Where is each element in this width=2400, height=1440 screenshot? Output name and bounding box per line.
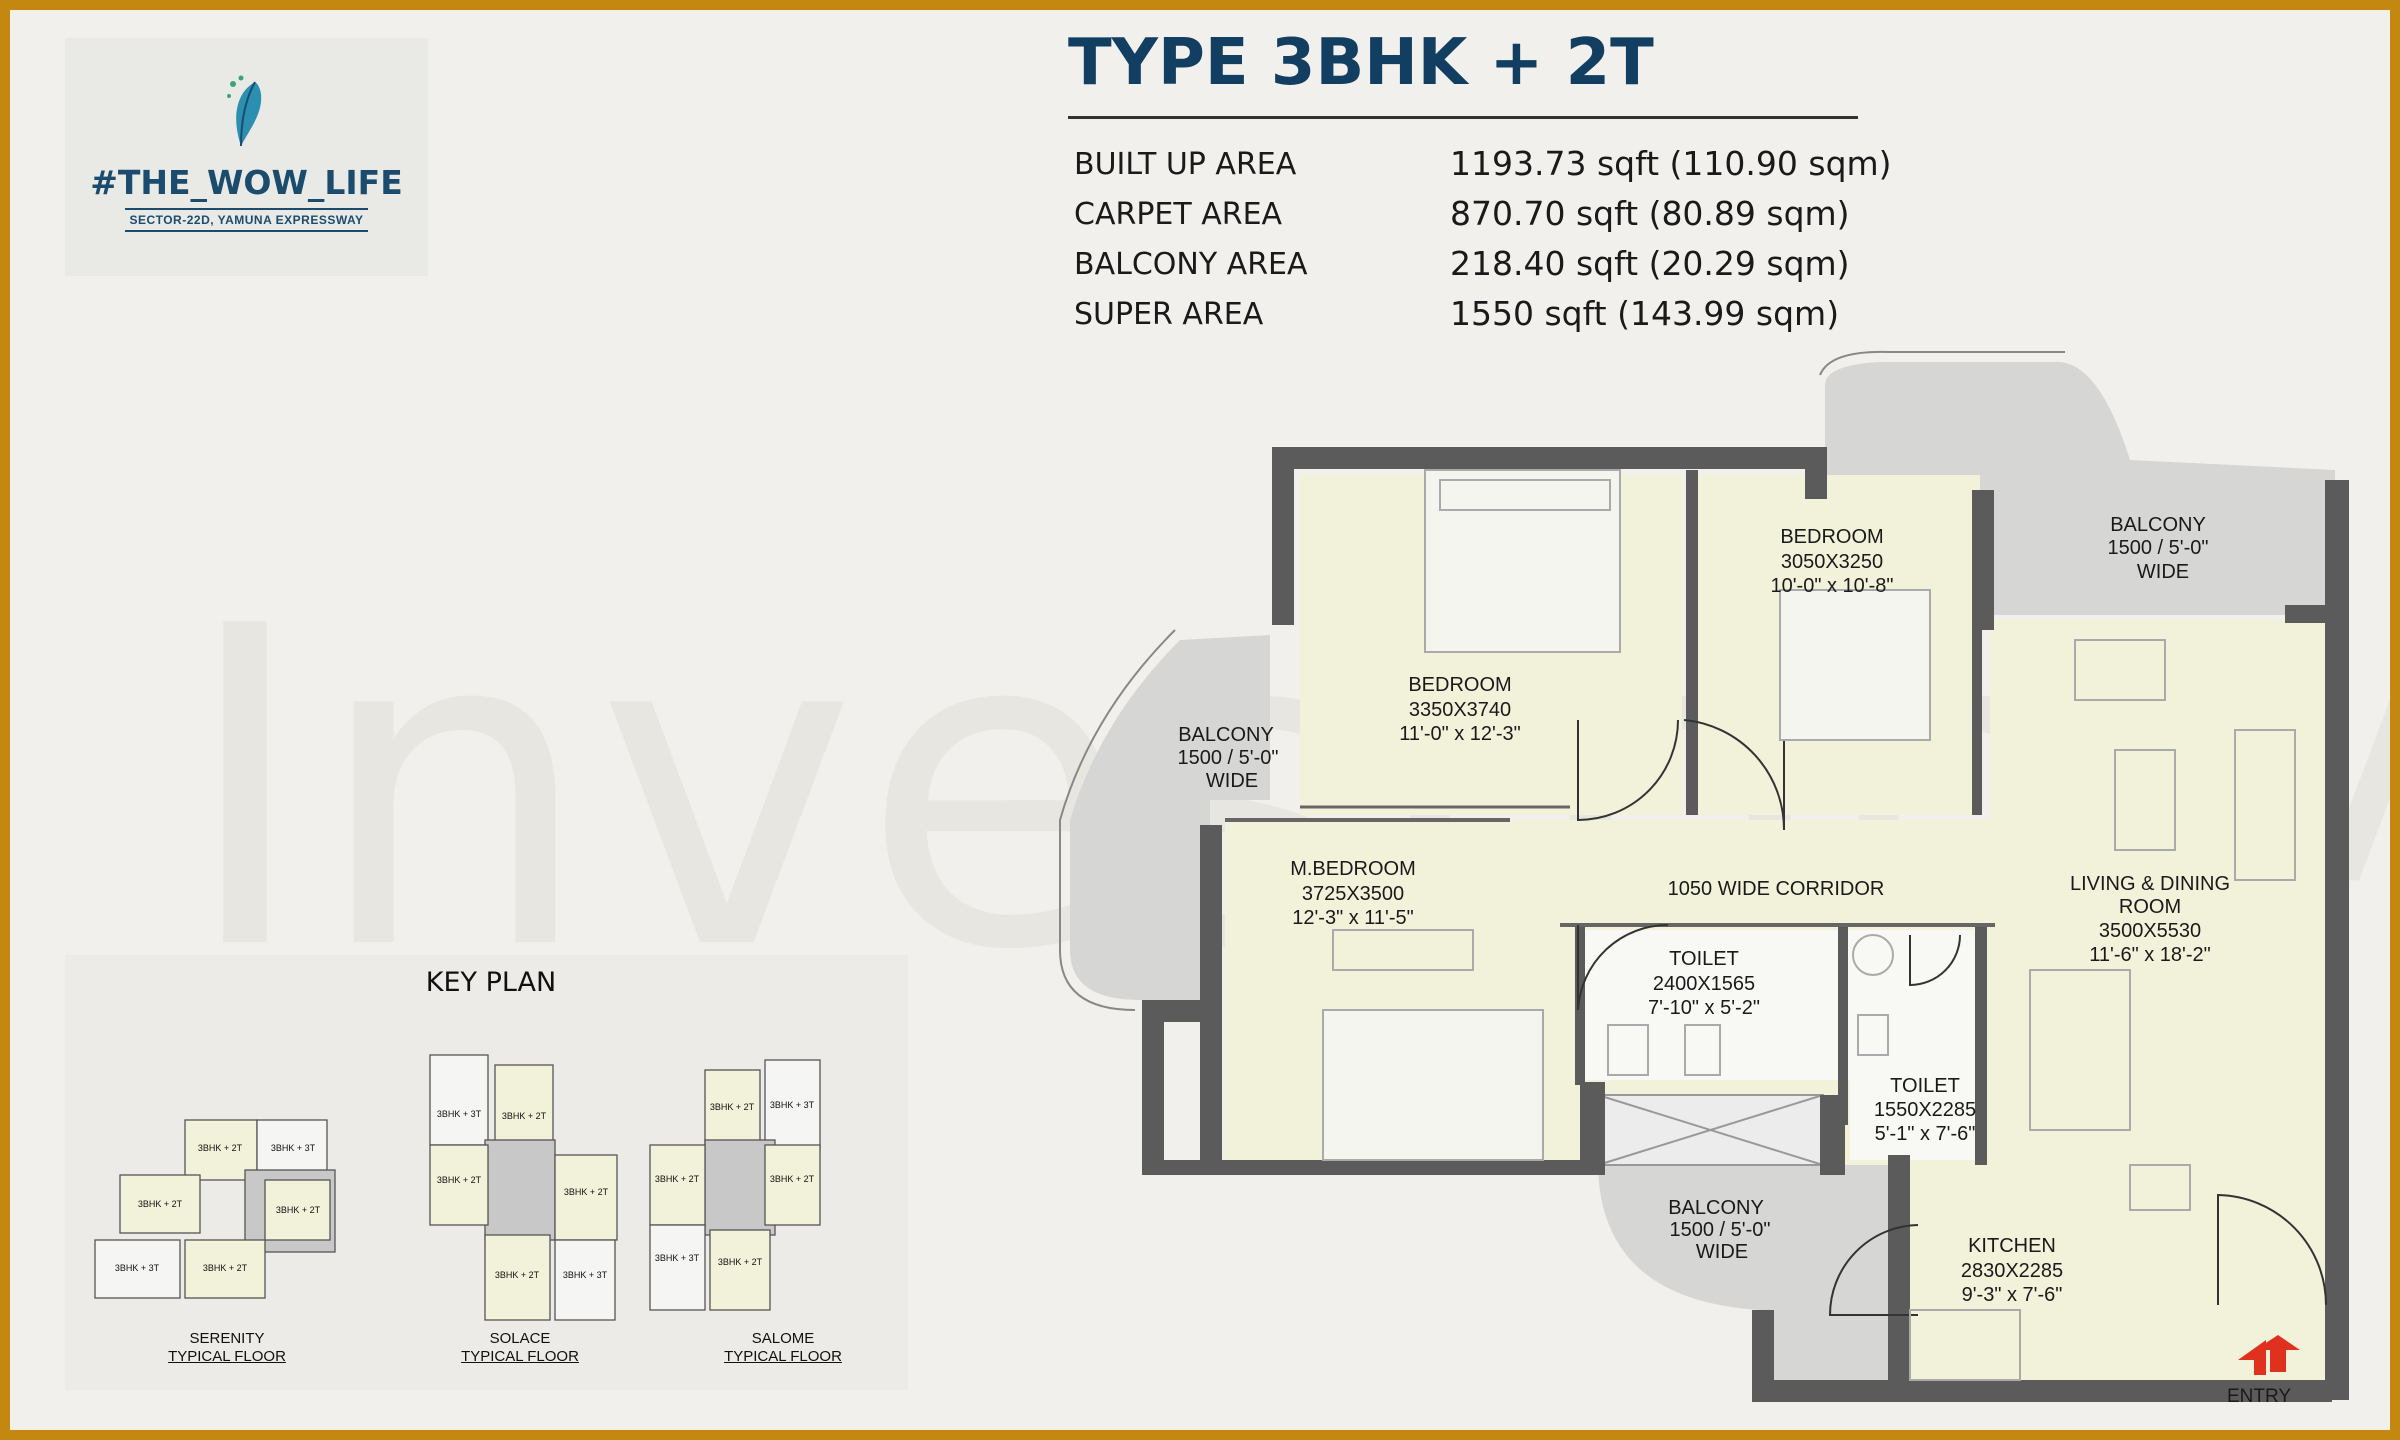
toilet2-metric: 1550X2285	[1874, 1099, 1976, 1121]
balcony-bottom-wide: WIDE	[1696, 1241, 1748, 1263]
entry-arrow-icon	[2255, 1335, 2300, 1372]
page-frame: Investor Mart #THE_WOW_LIFE SECTOR-22D, …	[10, 10, 2390, 1430]
solace-unit: 3BHK + 2T	[502, 1111, 547, 1121]
bedroom-top-imperial: 10'-0" x 10'-8"	[1770, 575, 1893, 597]
corridor-label: 1050 WIDE CORRIDOR	[1668, 878, 1885, 900]
salome-unit: 3BHK + 2T	[710, 1102, 755, 1112]
master-metric: 3725X3500	[1302, 883, 1404, 905]
toilet2-imperial: 5'-1" x 7'-6"	[1875, 1123, 1976, 1145]
master-imperial: 12'-3" x 11'-5"	[1292, 907, 1414, 929]
balcony-bottom-name: BALCONY	[1668, 1197, 1764, 1219]
serenity-name: SERENITY	[189, 1330, 265, 1347]
toilet1-metric: 2400X1565	[1653, 973, 1755, 995]
solace-caption: SOLACE TYPICAL FLOOR	[420, 1330, 620, 1366]
living-metric: 3500X5530	[2099, 920, 2201, 942]
area-label: BALCONY AREA	[1074, 247, 1308, 282]
area-value: 1193.73 sqft (110.90 sqm)	[1450, 144, 1892, 183]
solace-sub: TYPICAL FLOOR	[461, 1348, 579, 1365]
balcony-right-name: BALCONY	[2110, 514, 2206, 536]
salome-unit: 3BHK + 2T	[655, 1174, 700, 1184]
toilet2-floor	[1850, 930, 1985, 1160]
balcony-right-wide: WIDE	[2137, 561, 2189, 583]
kitchen-name: KITCHEN	[1968, 1235, 2056, 1257]
brand-name: #THE_WOW_LIFE	[90, 163, 403, 202]
salome-name: SALOME	[751, 1330, 815, 1347]
area-label: SUPER AREA	[1074, 297, 1264, 332]
serenity-unit: 3BHK + 2T	[198, 1143, 243, 1153]
serenity-unit: 3BHK + 2T	[138, 1199, 183, 1209]
salome-unit: 3BHK + 3T	[655, 1253, 700, 1263]
salome-caption: SALOME TYPICAL FLOOR	[683, 1330, 883, 1366]
salome-plan	[649, 1059, 821, 1311]
kitchen-metric: 2830X2285	[1961, 1260, 2063, 1282]
toilet1-imperial: 7'-10" x 5'-2"	[1648, 997, 1760, 1019]
bedroom-mid-metric: 3350X3740	[1409, 699, 1511, 721]
living-name: LIVING & DINING	[2070, 873, 2230, 895]
area-value: 1550 sqft (143.99 sqm)	[1450, 294, 1840, 333]
salome-unit: 3BHK + 2T	[718, 1257, 763, 1267]
master-name: M.BEDROOM	[1290, 858, 1416, 880]
key-plan: KEY PLAN 3BHK + 2T 3BHK + 3T 3BHK + 2T 3…	[65, 955, 908, 1390]
balcony-left-wide: WIDE	[1206, 770, 1258, 792]
toilet1-floor	[1578, 930, 1868, 1080]
serenity-unit: 3BHK + 3T	[271, 1143, 316, 1153]
balcony-left-size: 1500 / 5'-0"	[1178, 747, 1279, 769]
brand-logo: #THE_WOW_LIFE SECTOR-22D, YAMUNA EXPRESS…	[65, 38, 428, 276]
balcony-bottom-size: 1500 / 5'-0"	[1670, 1219, 1771, 1241]
balcony-bottom-floor	[1598, 1165, 1900, 1390]
solace-unit: 3BHK + 2T	[437, 1175, 482, 1185]
balcony-left-floor	[1070, 635, 1270, 1000]
bedroom-mid-name: BEDROOM	[1408, 674, 1511, 696]
serenity-unit: 3BHK + 2T	[276, 1205, 321, 1215]
living-name-2: ROOM	[2119, 896, 2181, 918]
key-plan-title: KEY PLAN	[425, 967, 557, 998]
kitchen-imperial: 9'-3" x 7'-6"	[1962, 1284, 2063, 1306]
serenity-caption: SERENITY TYPICAL FLOOR	[127, 1330, 327, 1366]
solace-unit: 3BHK + 3T	[437, 1109, 482, 1119]
brand-location: SECTOR-22D, YAMUNA EXPRESSWAY	[129, 213, 364, 227]
area-value: 218.40 sqft (20.29 sqm)	[1450, 244, 1850, 283]
walls	[1142, 447, 2349, 1402]
balcony-right-size: 1500 / 5'-0"	[2108, 537, 2209, 559]
bedroom-mid-imperial: 11'-0" x 12'-3"	[1399, 723, 1521, 745]
title-rule	[1068, 116, 1858, 119]
feather-icon	[227, 75, 262, 147]
toilet1-name: TOILET	[1669, 948, 1739, 970]
area-label: BUILT UP AREA	[1074, 147, 1297, 182]
serenity-plan	[94, 1119, 336, 1299]
living-imperial: 11'-6" x 18'-2"	[2089, 944, 2211, 966]
brand-rule	[125, 208, 368, 210]
solace-plan	[429, 1054, 618, 1321]
key-plan-drawing: 3BHK + 2T 3BHK + 3T 3BHK + 2T 3BHK + 2T …	[94, 1054, 821, 1321]
solace-unit: 3BHK + 3T	[563, 1270, 608, 1280]
unit-type-title: TYPE 3BHK + 2T	[1068, 26, 1654, 100]
salome-unit: 3BHK + 2T	[770, 1174, 815, 1184]
door-swings	[1577, 719, 2327, 1316]
serenity-unit: 3BHK + 3T	[115, 1263, 160, 1273]
serenity-unit: 3BHK + 2T	[203, 1263, 248, 1273]
balcony-left-name: BALCONY	[1178, 724, 1274, 746]
salome-unit: 3BHK + 3T	[770, 1100, 815, 1110]
toilet2-name: TOILET	[1890, 1075, 1960, 1097]
area-value: 870.70 sqft (80.89 sqm)	[1450, 194, 1850, 233]
bedroom-top-name: BEDROOM	[1780, 526, 1883, 548]
bedroom-top-metric: 3050X3250	[1781, 551, 1883, 573]
area-label: CARPET AREA	[1074, 197, 1283, 232]
entry-label: ENTRY	[2227, 1386, 2291, 1407]
furniture	[1322, 469, 2296, 1381]
balcony-right-floor	[1825, 362, 2335, 615]
salome-sub: TYPICAL FLOOR	[724, 1348, 842, 1365]
serenity-sub: TYPICAL FLOOR	[168, 1348, 286, 1365]
solace-name: SOLACE	[489, 1330, 551, 1347]
solace-unit: 3BHK + 2T	[564, 1187, 609, 1197]
solace-unit: 3BHK + 2T	[495, 1270, 540, 1280]
floor-plan: BEDROOM 3050X3250 10'-0" x 10'-8" BEDROO…	[1059, 350, 2349, 1407]
brand-rule	[125, 230, 368, 232]
